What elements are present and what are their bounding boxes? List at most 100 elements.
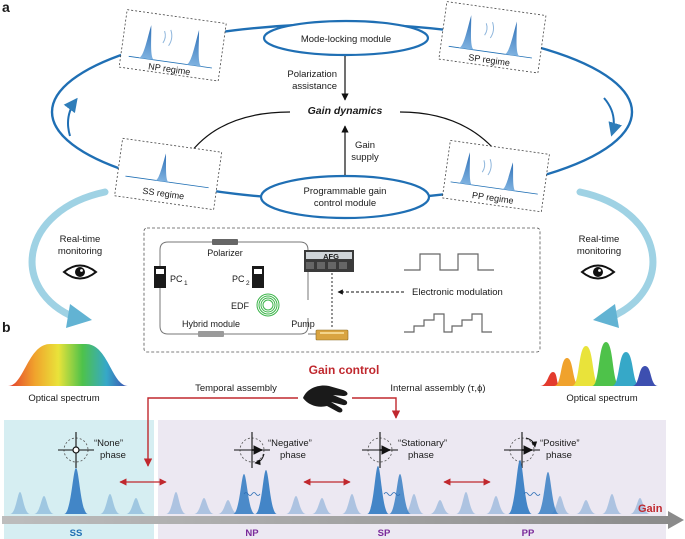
monitor-left-label-2: monitoring: [58, 246, 102, 257]
phase-positive-quote: “Positive”: [540, 438, 580, 449]
pulse: [456, 492, 476, 514]
ss-regime-box: SS regime: [114, 137, 223, 211]
eye-icon: [580, 264, 616, 280]
pc1: PC 1: [154, 266, 188, 288]
internal-assembly-label: Internal assembly (τ,ϕ): [390, 383, 485, 394]
temporal-arrow: [143, 397, 298, 467]
square-wave: [404, 253, 494, 271]
pulse: [630, 498, 650, 514]
phase-negative-quote: “Negative”: [268, 438, 312, 449]
wave-marker: [383, 492, 401, 496]
polarization-label-2: assistance: [292, 81, 337, 92]
pulse: [100, 494, 120, 514]
spectrum-smooth: [8, 344, 128, 386]
internal-arrow: [352, 397, 401, 419]
pulse: [194, 498, 214, 514]
eye-icon: [62, 264, 98, 280]
monitor-right-label-1: Real-time: [579, 234, 620, 245]
monitor-arrow-right: [576, 188, 657, 322]
pulse: [218, 500, 238, 514]
phase-negative-word: phase: [280, 450, 306, 461]
polarizer: [212, 239, 238, 245]
edf-label: EDF: [231, 301, 250, 311]
pulse: [430, 500, 450, 514]
fiber-loop: [159, 260, 250, 335]
arrow-to-ss: [187, 111, 291, 157]
pulse: [166, 492, 186, 514]
phase-positive-word: phase: [546, 450, 572, 461]
gain-control-label-2: control module: [314, 198, 376, 209]
optical-spectrum-right-label: Optical spectrum: [566, 393, 637, 404]
pulse: [537, 472, 559, 514]
optical-spectrum-left-label: Optical spectrum: [28, 393, 99, 404]
phase-stationary-quote: “Stationary”: [398, 438, 447, 449]
regime-label-np: NP: [245, 528, 259, 539]
hand-icon: [303, 385, 348, 413]
regime-label-ss: SS: [70, 528, 83, 539]
gain-axis-label: Gain: [638, 503, 663, 515]
svg-text:PC: PC: [232, 274, 245, 284]
pulse: [34, 496, 54, 514]
pulse: [312, 498, 332, 514]
phase-none-word: phase: [100, 450, 126, 461]
cycle-arrow-left: [63, 97, 78, 137]
panel-label-b: b: [2, 319, 11, 335]
np-regime-box: NP regime: [118, 9, 227, 82]
phase-diagram-negative: [234, 432, 270, 468]
regime-label-pp: PP: [522, 528, 535, 539]
monitor-right-label-2: monitoring: [577, 246, 621, 257]
gain-control-module: [259, 174, 431, 220]
phase-diagram-positive: [504, 432, 540, 468]
polarization-label-1: Polarization: [287, 69, 337, 80]
panel-label-a: a: [2, 0, 10, 15]
afg-device: [304, 250, 354, 272]
pc2: PC 2: [232, 266, 264, 288]
pp-regime-box: PP regime: [441, 140, 550, 213]
afg-label: AFG: [323, 252, 339, 261]
pulse-train: [10, 460, 650, 514]
phase-diagram-stationary: [362, 432, 398, 468]
wave-marker: [523, 492, 541, 496]
pulse: [342, 494, 362, 514]
mode-locking-module: [262, 19, 430, 57]
sp-regime-box: SP regime: [438, 1, 547, 74]
pulse: [404, 494, 424, 514]
monitor-arrowhead-right: [593, 304, 619, 328]
pulse: [486, 496, 506, 514]
gain-axis: [2, 511, 684, 529]
phase-stationary-word: phase: [408, 450, 434, 461]
monitor-left-label-1: Real-time: [60, 234, 101, 245]
pulse: [508, 460, 532, 514]
monitor-arrow-left: [28, 188, 109, 322]
edf-coil: [256, 293, 280, 317]
pulse: [576, 500, 596, 514]
gain-dynamics-label: Gain dynamics: [308, 105, 383, 117]
hybrid-module: [198, 331, 224, 337]
svg-text:1: 1: [184, 280, 188, 287]
gain-supply-label-2: supply: [351, 152, 379, 163]
pulse: [602, 494, 622, 514]
phase-diagram-none: [58, 432, 94, 468]
regime-label-sp: SP: [378, 528, 391, 539]
wave-marker: [243, 492, 261, 496]
polarizer-label: Polarizer: [207, 248, 243, 258]
gain-control-label-1: Programmable gain: [304, 186, 387, 197]
pulse: [64, 468, 88, 514]
pulse: [126, 498, 146, 514]
pump: [315, 329, 349, 341]
pulse: [10, 492, 30, 514]
pump-label: Pump: [291, 319, 315, 329]
spectrum-peaked: [540, 342, 658, 386]
svg-text:2: 2: [246, 280, 250, 287]
hybrid-module-label: Hybrid module: [182, 319, 240, 329]
gain-control-title: Gain control: [309, 363, 380, 377]
phase-none-quote: “None”: [94, 438, 123, 449]
pulse: [255, 470, 277, 514]
staircase-wave: [404, 313, 492, 333]
electronic-modulation-label: Electronic modulation: [412, 287, 503, 298]
cycle-arrow-right: [603, 97, 622, 137]
mode-locking-label: Mode-locking module: [301, 34, 391, 45]
monitor-arrowhead-left: [66, 304, 92, 328]
pulse: [286, 496, 306, 514]
